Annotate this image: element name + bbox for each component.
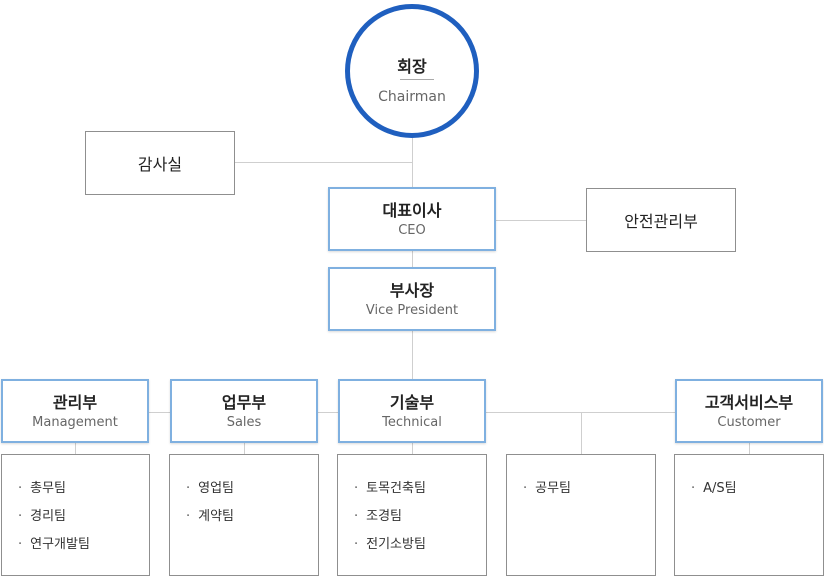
technical-teams-box: 토목건축팀 조경팀 전기소방팀 bbox=[337, 454, 487, 576]
dept-sales-node: 업무부 Sales bbox=[170, 379, 318, 443]
chairman-node: 회장 Chairman bbox=[345, 4, 479, 138]
audit-office-label: 감사실 bbox=[137, 155, 183, 174]
ceo-subtitle: CEO bbox=[398, 223, 426, 238]
management-teams-box: 총무팀 경리팀 연구개발팀 bbox=[1, 454, 150, 576]
ceo-title: 대표이사 bbox=[382, 201, 442, 220]
dept-technical-title: 기술부 bbox=[389, 393, 435, 412]
dept-customer-subtitle: Customer bbox=[717, 415, 781, 430]
connector-ceo-vp bbox=[412, 250, 413, 268]
dept-management-title: 관리부 bbox=[52, 393, 98, 412]
vice-president-node: 부사장 Vice President bbox=[328, 267, 496, 331]
dept-management-node: 관리부 Management bbox=[1, 379, 149, 443]
connector-management-teams bbox=[75, 442, 76, 455]
connector-chairman-ceo bbox=[412, 138, 413, 188]
public-works-teams-box: 공무팀 bbox=[506, 454, 656, 576]
team-item: 영업팀 bbox=[186, 475, 318, 503]
dept-technical-subtitle: Technical bbox=[382, 415, 442, 430]
connector-safety bbox=[495, 220, 587, 221]
vice-president-title: 부사장 bbox=[389, 281, 435, 300]
team-item: 계약팀 bbox=[186, 503, 318, 531]
sales-teams-box: 영업팀 계약팀 bbox=[169, 454, 319, 576]
safety-dept-node: 안전관리부 bbox=[586, 188, 736, 252]
team-item: 경리팀 bbox=[18, 503, 149, 531]
dept-sales-subtitle: Sales bbox=[226, 415, 262, 430]
team-item: 연구개발팀 bbox=[18, 531, 149, 559]
connector-audit bbox=[234, 162, 413, 163]
connector-public-works bbox=[581, 412, 582, 455]
team-item: 총무팀 bbox=[18, 475, 149, 503]
dept-customer-node: 고객서비스부 Customer bbox=[675, 379, 823, 443]
connector-technical-teams bbox=[412, 442, 413, 455]
chairman-divider bbox=[400, 79, 434, 80]
dept-sales-title: 업무부 bbox=[221, 393, 267, 412]
team-item: 공무팀 bbox=[523, 475, 655, 503]
customer-teams-box: A/S팀 bbox=[674, 454, 824, 576]
audit-office-node: 감사실 bbox=[85, 131, 235, 195]
team-item: 토목건축팀 bbox=[354, 475, 486, 503]
connector-sales-teams bbox=[244, 442, 245, 455]
vice-president-subtitle: Vice President bbox=[365, 303, 459, 318]
chairman-title: 회장 bbox=[397, 57, 427, 76]
team-item: 조경팀 bbox=[354, 503, 486, 531]
dept-technical-node: 기술부 Technical bbox=[338, 379, 486, 443]
team-item: 전기소방팀 bbox=[354, 531, 486, 559]
team-item: A/S팀 bbox=[691, 475, 823, 503]
dept-customer-title: 고객서비스부 bbox=[704, 393, 794, 412]
safety-dept-label: 안전관리부 bbox=[624, 212, 698, 231]
connector-customer-teams bbox=[749, 442, 750, 455]
dept-management-subtitle: Management bbox=[32, 415, 118, 430]
connector-vp-depts bbox=[412, 330, 413, 380]
ceo-node: 대표이사 CEO bbox=[328, 187, 496, 251]
chairman-subtitle: Chairman bbox=[378, 89, 446, 105]
